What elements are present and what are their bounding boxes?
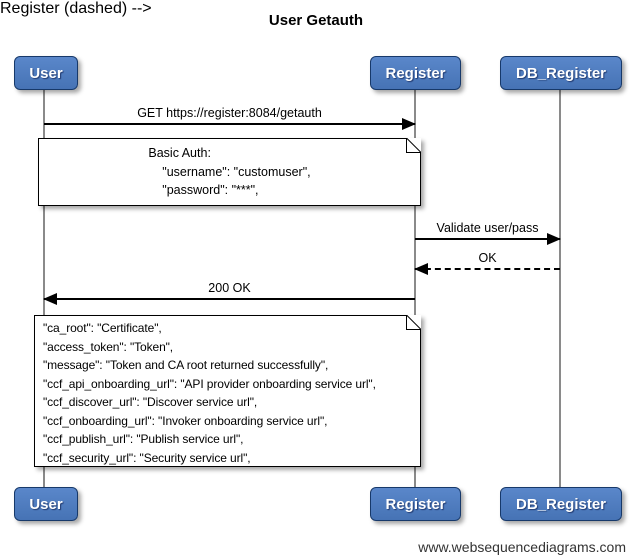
message-arrow-line [43,293,415,305]
note-line: Basic Auth: [148,146,211,160]
actor-box-register-bottom: Register [370,487,461,521]
lifeline-db-register [559,89,561,488]
message-200-ok: 200 OK [43,281,415,305]
message-label: Validate user/pass [436,221,539,235]
lifeline-register [414,89,416,488]
note-fold-corner-icon [406,138,421,153]
actor-box-db-register-top: DB_Register [500,56,622,90]
actor-label: User [29,495,63,513]
note-line: "ccf_security_url": "Security service ur… [43,450,251,465]
message-validate-user-pass: Validate user/pass [415,221,561,245]
message-label: 200 OK [208,281,251,295]
message-arrow-line [44,118,416,130]
note-fold-corner-icon [406,315,421,330]
note-getauth-response: "ca_root": "Certificate", "access_token"… [34,315,421,467]
note-line: "message": "Token and CA root returned s… [43,358,329,372]
actor-label: DB_Register [515,64,607,82]
actor-box-user-bottom: User [14,487,78,521]
message-arrow-line [415,233,561,245]
arrowhead-left-icon [43,293,57,305]
diagram-title: User Getauth [268,12,364,29]
note-line: "ccf_discover_url": "Discover service ur… [43,395,258,409]
note-line: "ccf_onboarding_url": "Invoker onboardin… [43,413,328,428]
message-label: OK [478,251,497,265]
note-line: "password": "***", [148,183,259,197]
message-arrow-line-dashed [414,263,560,275]
note-text-block: "ca_root": "Certificate", "access_token"… [35,316,420,467]
watermark: www.websequencediagrams.com [418,539,626,555]
note-line: "ccf_api_onboarding_url": "API provider … [43,376,376,391]
actor-box-register-top: Register [370,56,461,90]
arrowhead-left-icon [414,263,428,275]
arrowhead-right-icon [402,118,416,130]
message-get-getauth: GET https://register:8084/getauth [44,106,416,130]
message-ok: OK [414,251,560,275]
actor-label: User [29,64,63,82]
note-line: "access_token": "Token", [43,339,174,354]
actor-label: Register [385,64,446,82]
note-basic-auth: Basic Auth: "username": "customuser", "p… [38,138,421,206]
lifeline-user [43,89,45,488]
note-line: "username": "customuser", [148,164,311,179]
actor-label: Register [385,495,446,513]
note-line: "ccf_publish_url": "Publish service url"… [43,432,244,446]
arrowhead-right-icon [547,233,561,245]
actor-box-db-register-bottom: DB_Register [500,487,622,521]
actor-box-user-top: User [14,56,78,90]
note-text-block: Basic Auth: "username": "customuser", "p… [148,144,310,200]
actor-label: DB_Register [515,495,607,513]
message-label: GET https://register:8084/getauth [137,106,322,120]
note-line: "ca_root": "Certificate", [43,321,162,335]
